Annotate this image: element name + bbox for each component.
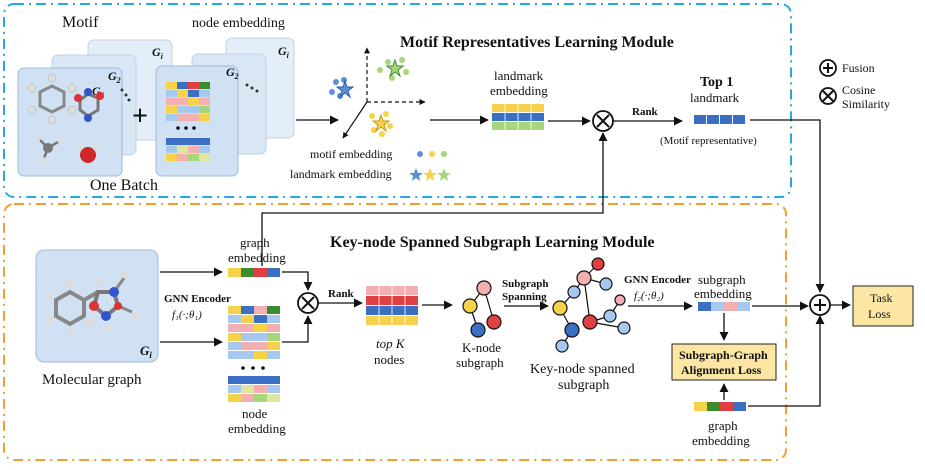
graph-embedding-line1: graph [240,235,270,250]
one-batch-label: One Batch [90,177,158,194]
knode-subgraph [462,280,502,338]
rank-label-bottom: Rank [328,288,355,300]
embedding-space-axes [342,47,426,139]
landmark-embedding-line1: landmark [494,68,544,83]
landmark-embedding-matrix [492,104,544,130]
graph-embedding-bottom-line2: embedding [692,433,750,448]
top1-line1: Top 1 [700,75,733,90]
rank-label-top: Rank [632,106,659,118]
keynode-module-title: Key-node Spanned Subgraph Learning Modul… [330,234,655,251]
subgraph-embedding-vector [698,302,750,311]
knode-line2: subgraph [456,355,504,370]
subgraph-embedding-line1: subgraph [698,272,746,287]
node-embedding-line1: node [242,406,268,421]
subgraph-spanning-line1: Subgraph [502,278,548,290]
alignment-loss-box [671,343,777,381]
alignment-loss-line2: Alignment Loss [681,363,762,377]
cosine-similarity-op-bottom [297,292,319,314]
gnn-encoder-1-label: GNN Encoder [164,293,231,305]
subgraph-spanning-line2: Spanning [502,291,547,303]
molecular-graph-panel: Gi [35,249,159,363]
motif-label: Motif [62,14,99,31]
legend-fusion [819,59,837,77]
graph-embedding-vector [228,268,280,277]
task-loss-box [852,285,914,327]
graph-embedding-line2: embedding [228,250,286,265]
alignment-loss-line1: Subgraph-Graph [679,348,768,362]
legend-fusion-label: Fusion [842,61,875,75]
motif-module-title: Motif Representatives Learning Module [400,34,674,51]
node-embedding-top-label: node embedding [192,16,285,31]
task-loss-line2: Loss [868,307,891,321]
spanned-line2: subgraph [558,378,609,393]
graph-embedding-bottom-vector [694,402,746,411]
svg-text:Gi: Gi [278,44,290,60]
topk-line1: top K [376,336,406,351]
motif-representative-label: (Motif representative) [660,135,757,147]
node-embedding-panels: Gi G2 [155,37,295,177]
landmark-embedding-line2: embedding [490,83,548,98]
knode-line1: K-node [462,340,501,355]
motif-module-border [3,3,792,198]
topk-nodes-matrix [366,286,418,325]
cosine-similarity-op-top [592,110,614,132]
topk-line2: nodes [374,352,404,367]
node-embedding-matrix [228,306,280,402]
legend-cosine-line1: Cosine [842,83,875,97]
subgraph-embedding-line2: embedding [694,286,752,301]
legend-cosine [819,87,837,105]
f1-label: f₁(·;θ₁) [172,309,202,321]
svg-text:Gi: Gi [140,343,152,360]
node-embedding-line2: embedding [228,421,286,436]
keynode-spanned-subgraph [552,257,631,353]
motif-embedding-legend: motif embedding [310,147,392,161]
top1-line2: landmark [690,90,740,105]
svg-text:Gi: Gi [152,45,164,61]
legend-cosine-line2: Similarity [842,97,890,111]
graph-embedding-bottom-line1: graph [708,418,738,433]
landmark-embedding-legend: landmark embedding [290,167,392,181]
molecular-graph-label: Molecular graph [42,372,142,388]
gnn-encoder-2-label: GNN Encoder [624,274,691,286]
f2-label: f₂(·;θ₂) [634,290,664,302]
top1-landmark-vector [694,115,745,124]
motif-panels: Gi G2 G1 [17,39,173,177]
motif-embedding-clusters [329,57,409,137]
fusion-op [809,294,831,316]
task-loss-line1: Task [870,291,893,305]
keynode-module-border [3,203,787,461]
plus-sign: + [132,101,148,132]
spanned-line1: Key-node spanned [530,362,635,377]
